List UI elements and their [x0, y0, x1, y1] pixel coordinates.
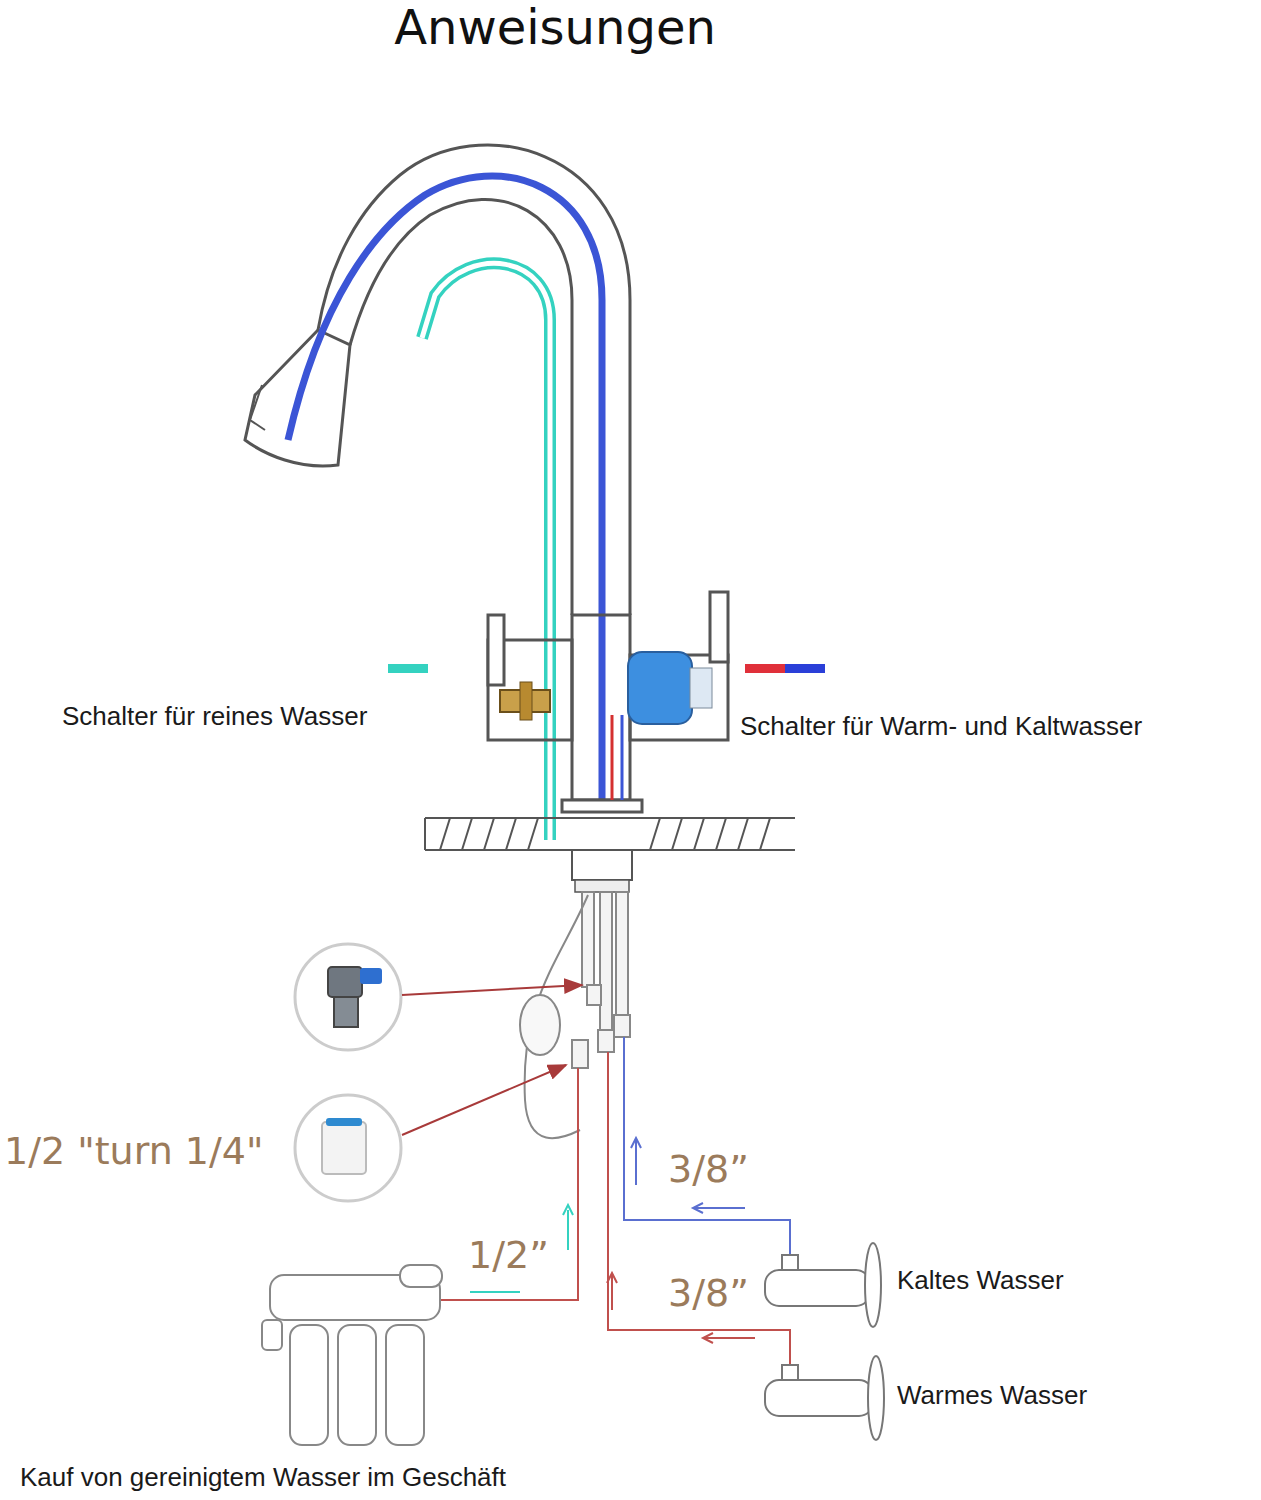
valve-label: Warmes Wasser [897, 1381, 1087, 1411]
diagram-title: Anweisungen [394, 0, 716, 55]
size-label: 1/2” [468, 1234, 549, 1278]
filter-label: Kauf von gereinigtem Wasser im Geschäft [20, 1463, 506, 1493]
switch-label: Schalter für Warm- und Kaltwasser [740, 712, 1142, 742]
valve-label: Kaltes Wasser [897, 1266, 1064, 1296]
size-label: 3/8” [668, 1148, 749, 1192]
swatch [745, 664, 785, 673]
swatch [388, 664, 428, 673]
size-label: 3/8” [668, 1272, 749, 1316]
switch-label: Schalter für reines Wasser [62, 702, 367, 732]
size-label: 1/2 "turn 1/4" [4, 1130, 263, 1174]
swatch [785, 664, 825, 673]
